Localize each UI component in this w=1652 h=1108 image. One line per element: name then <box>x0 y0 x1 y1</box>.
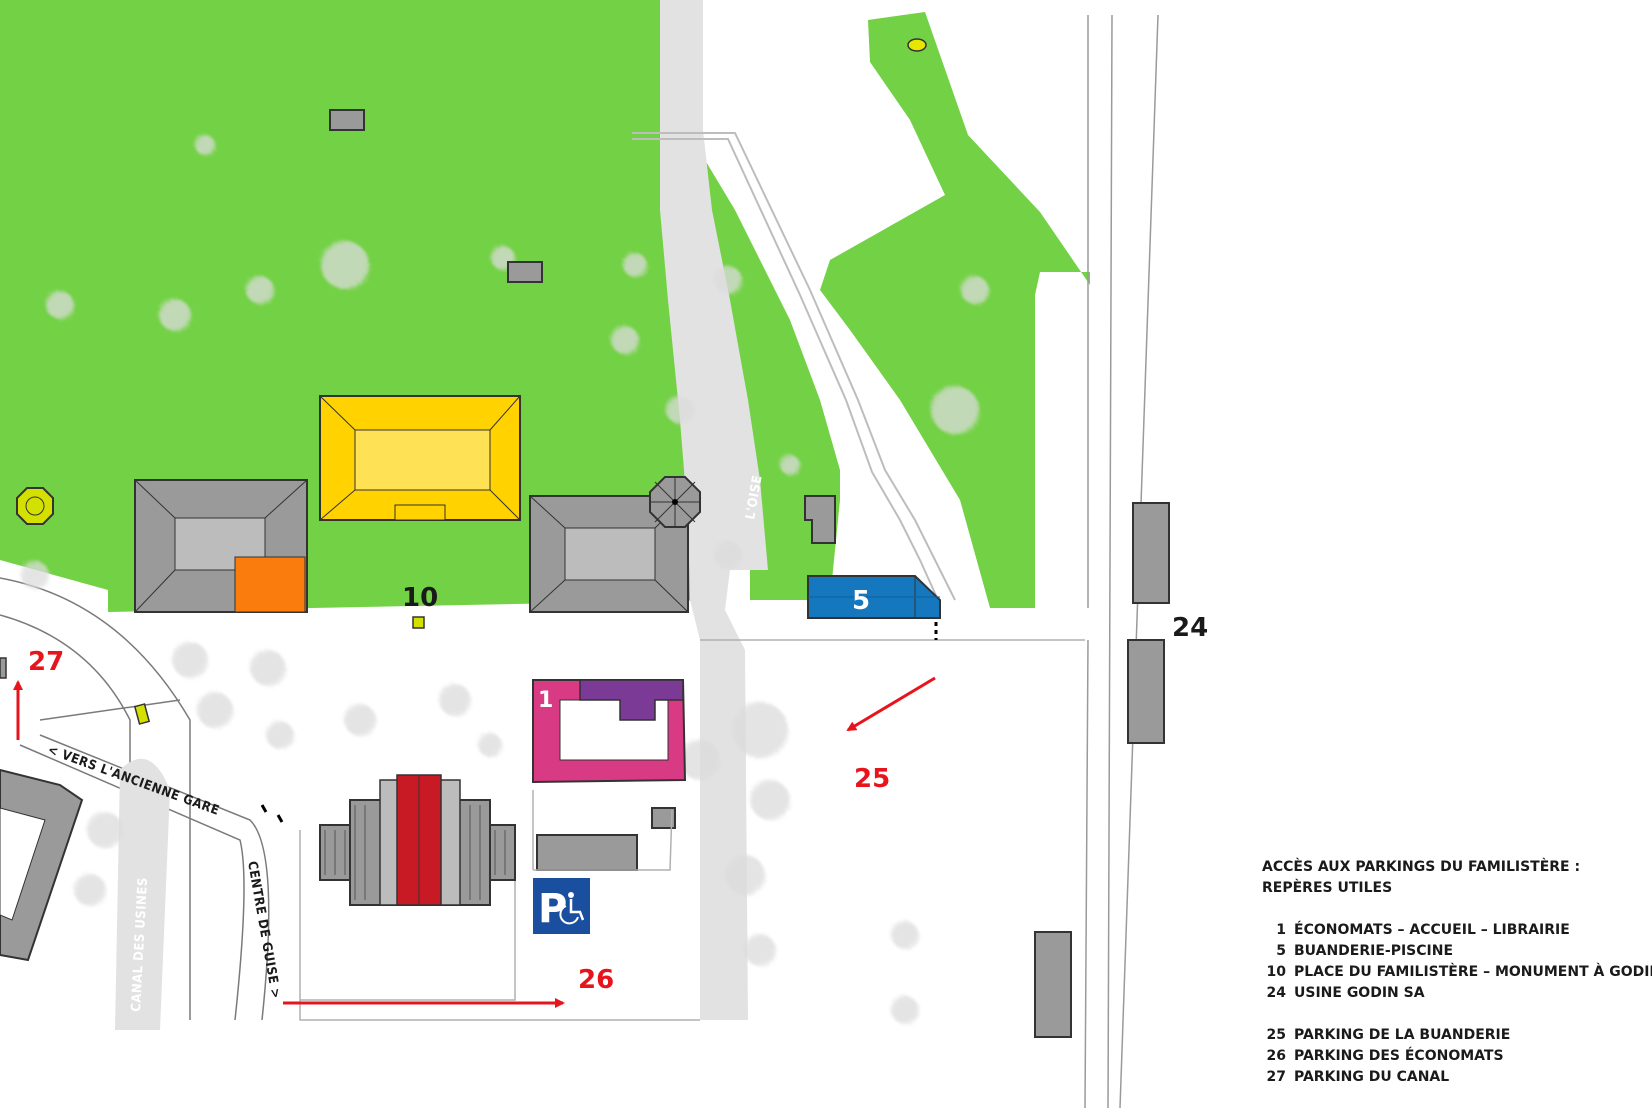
economats-annex <box>536 834 638 871</box>
oise-river <box>660 0 768 1020</box>
kiosk-center <box>25 496 45 516</box>
west-small-block <box>0 657 7 679</box>
monument-godin <box>412 616 425 629</box>
theatre-building <box>319 774 516 906</box>
tree <box>744 934 776 966</box>
marker-24: 24 <box>1172 613 1208 643</box>
marker-26: 26 <box>578 965 614 995</box>
park-bench <box>507 261 543 283</box>
west-building <box>0 768 84 962</box>
octagon-pavilion <box>649 476 701 528</box>
canal-band <box>115 758 170 1030</box>
orange-block <box>234 556 306 613</box>
legend-subtitle: REPÈRES UTILES <box>1262 880 1393 896</box>
tree <box>961 276 989 304</box>
tree <box>714 266 742 294</box>
tree <box>21 561 49 589</box>
park-northeast <box>820 12 1090 608</box>
label-canal-des-usines: CANAL DES USINES <box>129 877 151 1012</box>
square-outline <box>299 639 1085 1021</box>
yellow-bin <box>133 703 151 725</box>
usine-block <box>1132 502 1170 604</box>
tree <box>478 733 502 757</box>
tree <box>931 386 979 434</box>
tree <box>623 253 647 277</box>
tree <box>891 996 919 1024</box>
marker-1: 1 <box>538 688 553 713</box>
tree <box>891 921 919 949</box>
legend: ACCÈS AUX PARKINGS DU FAMILISTÈRE : REPÈ… <box>1262 857 1652 1088</box>
tree <box>246 276 274 304</box>
marker-10: 10 <box>402 583 438 613</box>
marker-5: 5 <box>852 586 870 616</box>
tree <box>266 721 294 749</box>
small-building <box>804 495 836 544</box>
kiosk-octagon <box>16 487 54 525</box>
tree <box>611 326 639 354</box>
gate-dots-west <box>260 804 284 823</box>
economats <box>532 679 687 871</box>
tree <box>714 541 742 569</box>
tree <box>87 812 123 848</box>
marker-27: 27 <box>28 647 64 677</box>
footpath-2 <box>632 138 939 601</box>
tree <box>666 396 694 424</box>
tree <box>195 135 215 155</box>
park-bench <box>329 109 365 131</box>
tree <box>159 299 191 331</box>
economats-kiosk <box>651 807 676 829</box>
tree <box>725 855 765 895</box>
tree <box>172 642 208 678</box>
label-centre-de-guise: CENTRE DE GUISE > <box>244 860 283 1000</box>
tree <box>439 684 471 716</box>
tree <box>321 241 369 289</box>
tree <box>780 455 800 475</box>
tree <box>74 874 106 906</box>
tree <box>344 704 376 736</box>
tree <box>250 650 286 686</box>
east-road-inner <box>1084 15 1089 1108</box>
parking-accessible-icon: P <box>533 878 590 934</box>
marker-25: 25 <box>854 764 890 794</box>
tree <box>197 692 233 728</box>
usine-block <box>1127 639 1165 744</box>
yellow-marker <box>907 38 927 52</box>
legend-title: ACCÈS AUX PARKINGS DU FAMILISTÈRE : <box>1262 859 1581 875</box>
arrow-25 <box>846 676 936 732</box>
trees <box>21 135 989 1024</box>
economats-purple <box>579 679 684 721</box>
tree <box>46 291 74 319</box>
palace-left-wing <box>134 479 308 613</box>
footpath <box>632 132 956 601</box>
tree <box>750 780 790 820</box>
tree <box>732 702 788 758</box>
gare-road <box>19 699 270 1021</box>
tree <box>680 740 720 780</box>
usine-block <box>1034 931 1072 1038</box>
palace-central <box>319 395 521 521</box>
